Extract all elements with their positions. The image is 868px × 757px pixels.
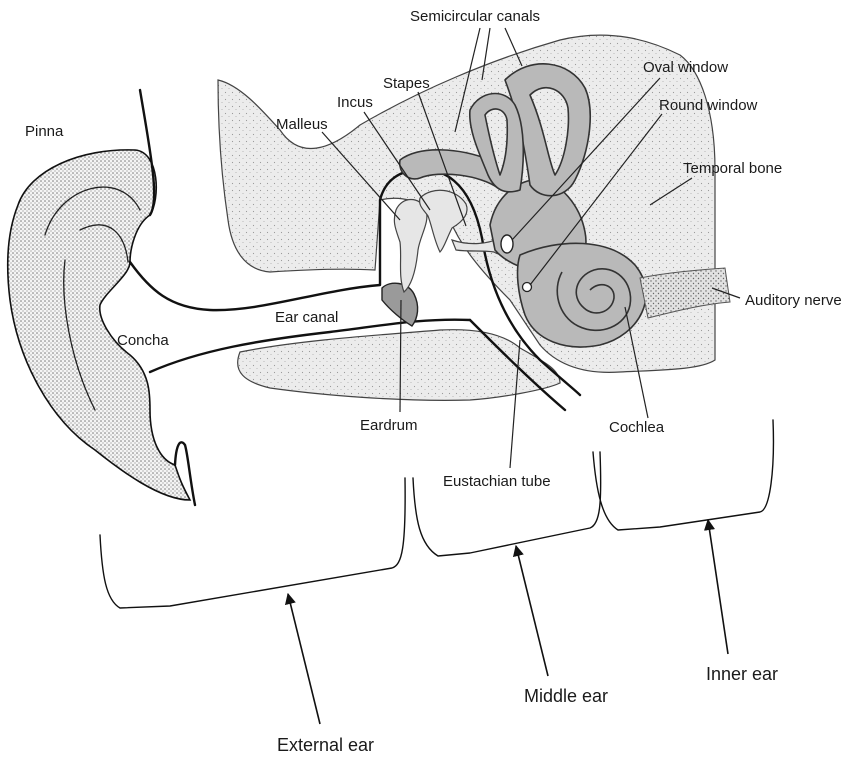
cochlea-body-shape (518, 243, 647, 347)
pinna-shape (8, 150, 190, 500)
label-stapes: Stapes (383, 75, 430, 92)
label-cochlea: Cochlea (609, 419, 665, 436)
label-inner-ear: Inner ear (706, 664, 778, 684)
label-semicircular-canals: Semicircular canals (410, 8, 540, 25)
inner-ear-brace (593, 420, 773, 530)
label-middle-ear: Middle ear (524, 686, 608, 706)
label-ear-canal: Ear canal (275, 309, 338, 326)
external-ear-brace (100, 478, 405, 608)
oval-window-shape (501, 235, 513, 253)
label-eustachian-tube: Eustachian tube (443, 473, 551, 490)
label-eardrum: Eardrum (360, 417, 418, 434)
label-pinna: Pinna (25, 123, 64, 140)
lower-bone-shape (238, 330, 560, 401)
label-incus: Incus (337, 94, 373, 111)
label-malleus: Malleus (276, 116, 328, 133)
external-ear-arrow (288, 594, 320, 724)
middle-ear-arrow (516, 546, 548, 676)
inner-ear-arrow (708, 520, 728, 654)
label-oval-window: Oval window (643, 59, 728, 76)
middle-ear-brace (413, 452, 601, 556)
eardrum-shape (382, 283, 418, 326)
label-round-window: Round window (659, 97, 758, 114)
label-concha: Concha (117, 332, 169, 349)
malleus-shape (394, 200, 427, 293)
label-temporal-bone: Temporal bone (683, 160, 782, 177)
label-auditory-nerve: Auditory nerve (745, 292, 842, 309)
label-external-ear: External ear (277, 735, 374, 755)
